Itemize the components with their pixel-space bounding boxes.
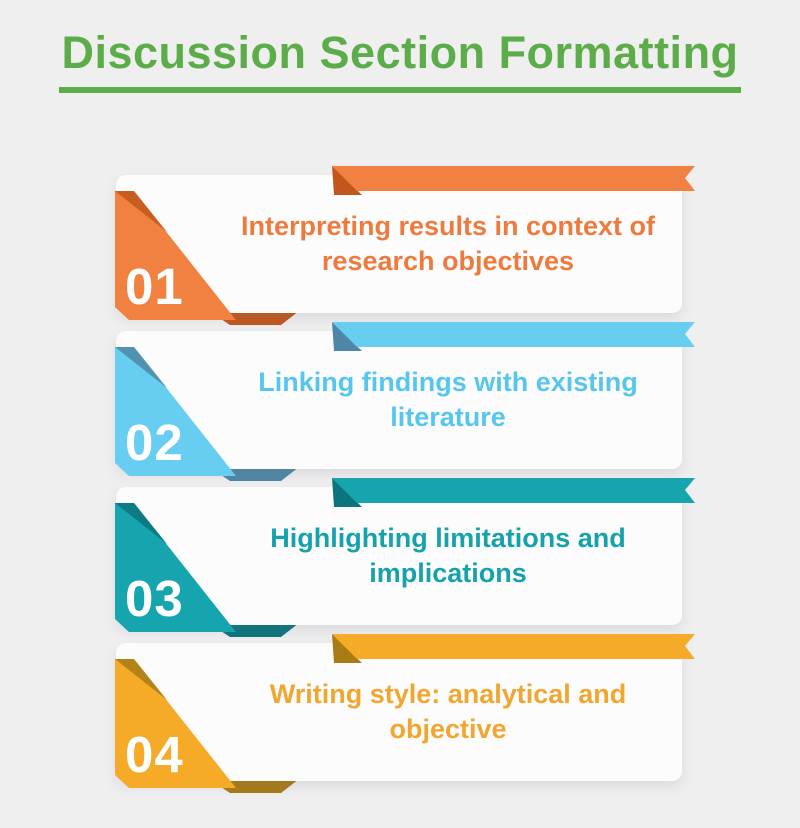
- step-item-1: 01 Interpreting results in context of re…: [112, 162, 702, 326]
- step-number: 02: [125, 414, 184, 471]
- step-number: 04: [125, 726, 184, 783]
- step-number: 03: [125, 570, 184, 627]
- step-number: 01: [125, 258, 184, 315]
- accent-bar: [332, 478, 695, 503]
- step-text: Writing style: analytical and objective: [269, 678, 627, 744]
- step-item-4: 04 Writing style: analytical and objecti…: [112, 630, 702, 794]
- step-text: Linking findings with existing literatur…: [258, 366, 638, 432]
- infographic-page: { "page": { "background": "#f0eff0" }, "…: [0, 28, 800, 828]
- step-text: Highlighting limitations and implication…: [270, 522, 626, 588]
- title-section: Discussion Section Formatting: [0, 28, 800, 93]
- accent-bar: [332, 166, 695, 191]
- accent-bar: [332, 322, 695, 347]
- step-item-3: 03 Highlighting limitations and implicat…: [112, 474, 702, 638]
- page-title: Discussion Section Formatting: [59, 28, 741, 93]
- accent-bar: [332, 634, 695, 659]
- step-item-2: 02 Linking findings with existing litera…: [112, 318, 702, 482]
- step-text: Interpreting results in context of resea…: [240, 210, 656, 276]
